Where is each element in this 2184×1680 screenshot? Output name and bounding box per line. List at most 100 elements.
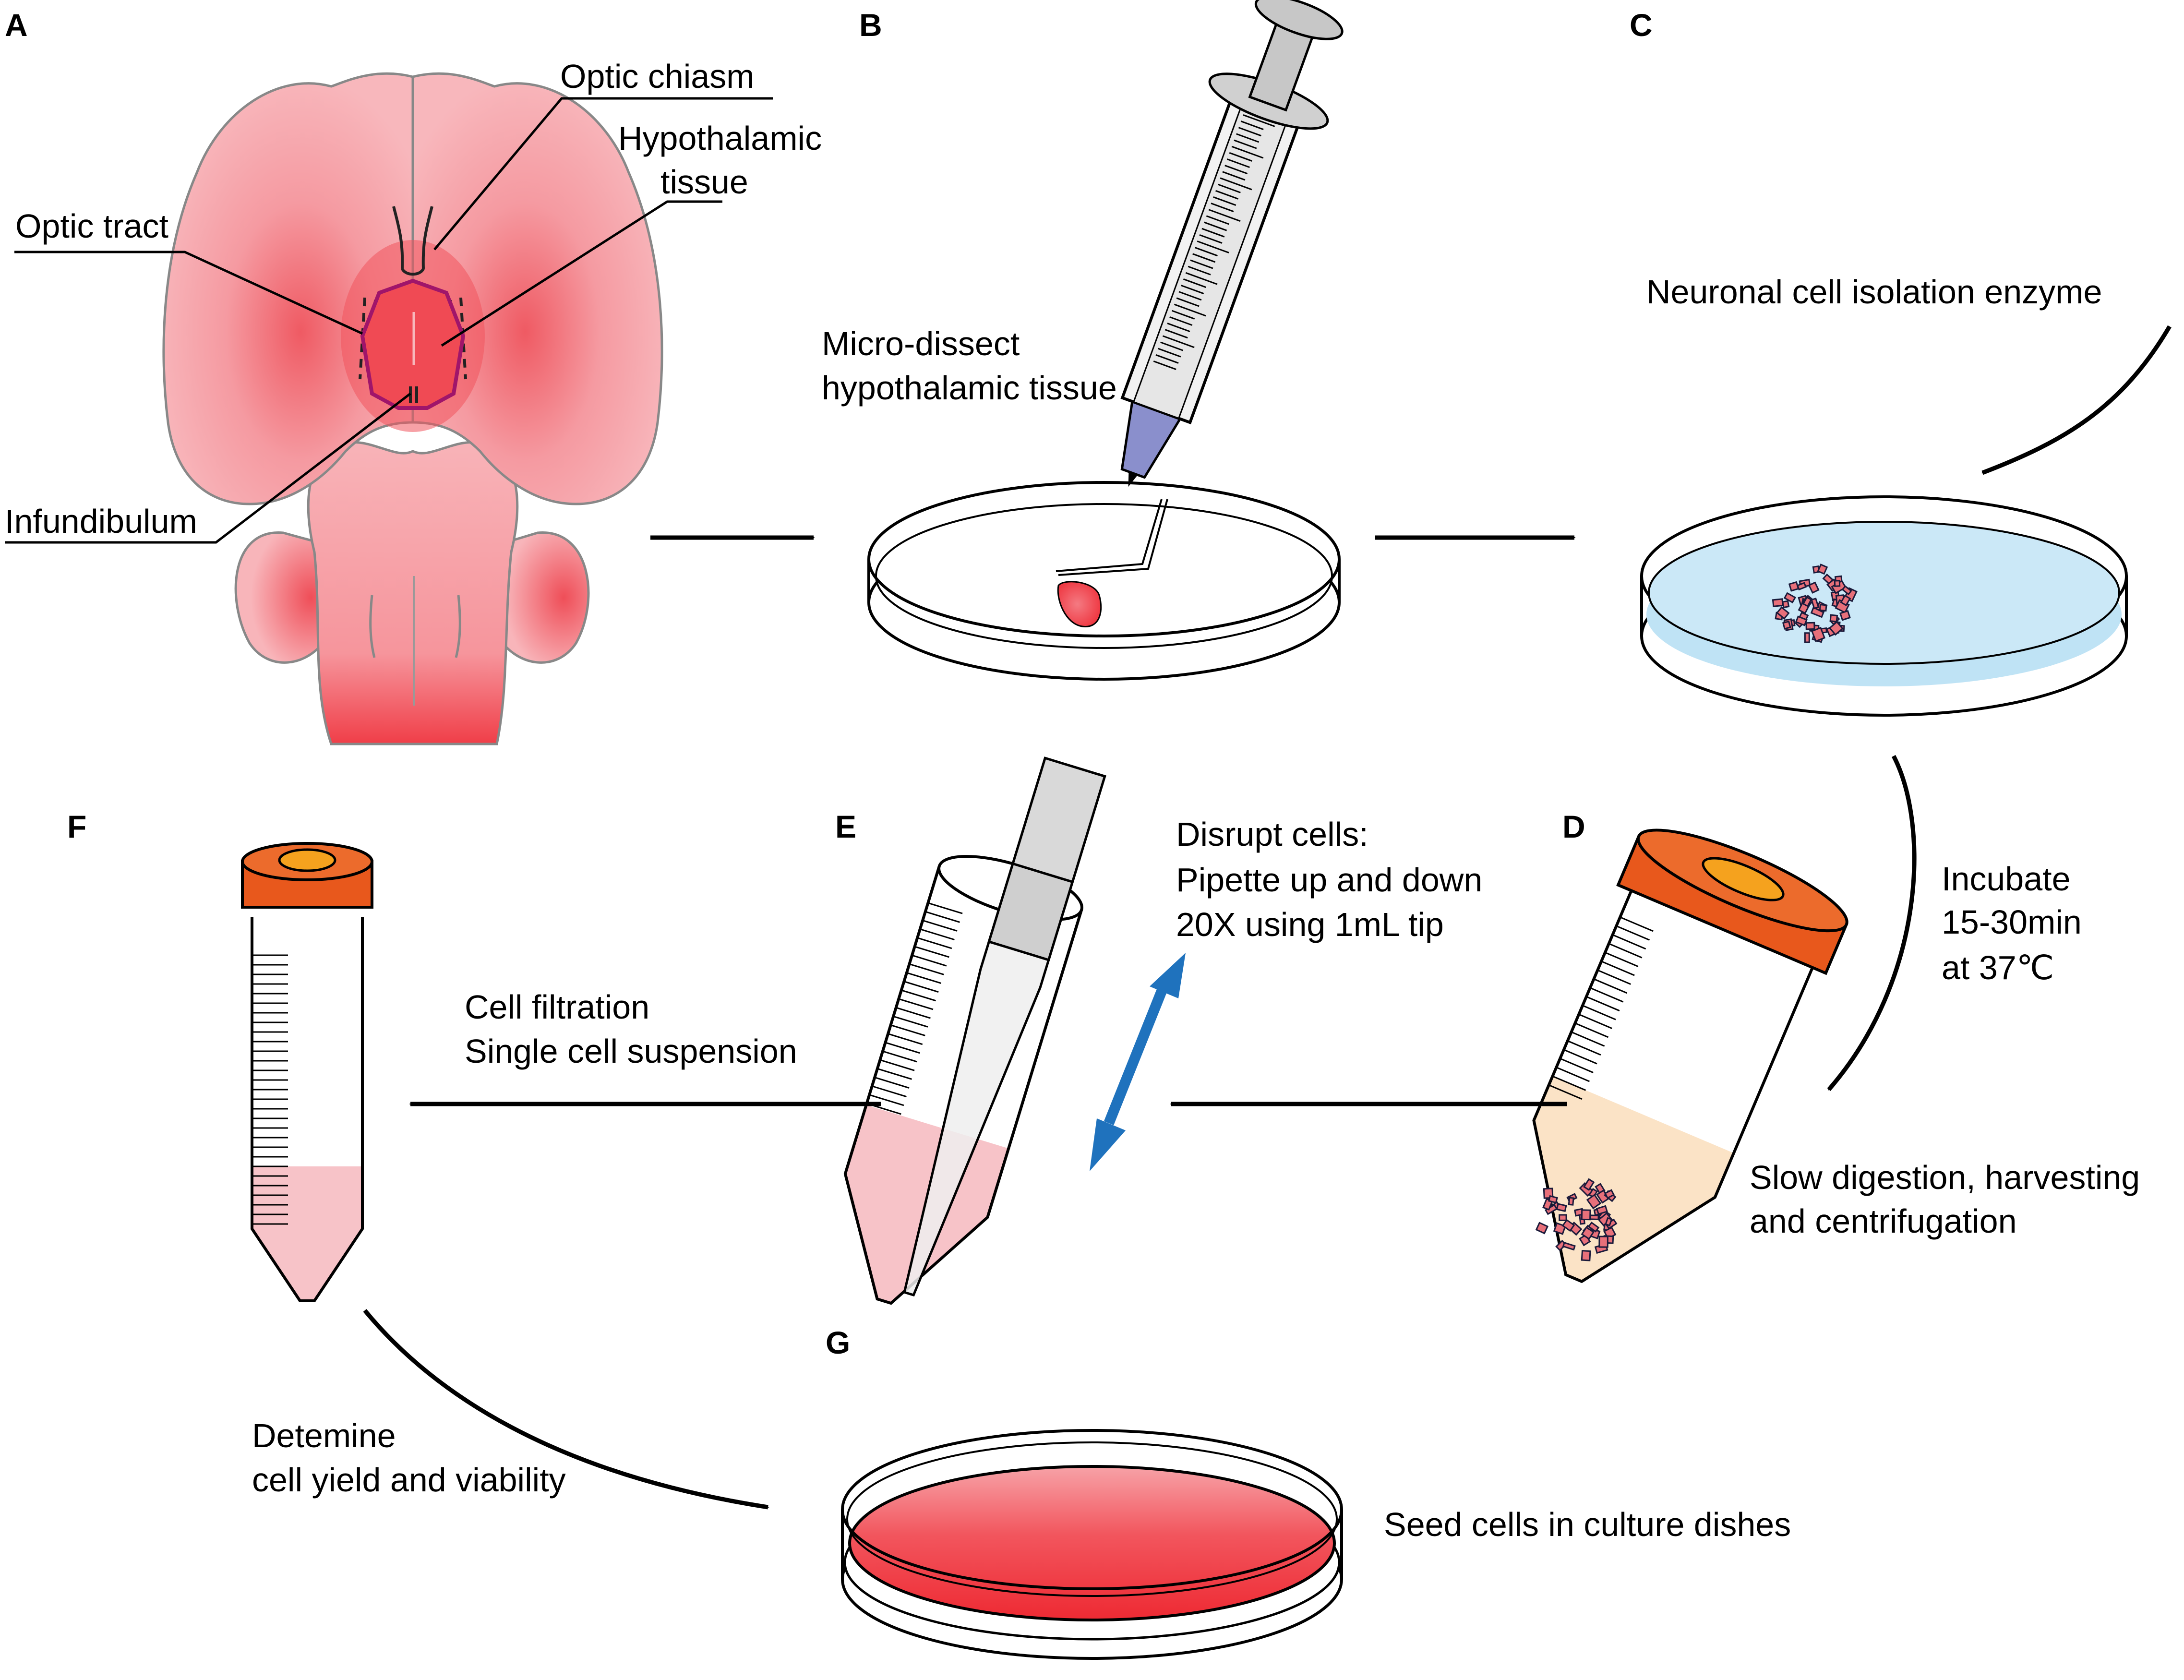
tissue-fragment [1840,594,1851,606]
label-incubate-2: 15-30min [1942,903,2082,941]
graduation-mark [917,937,952,949]
tissue-fragment [1811,598,1820,610]
graduation-mark [901,989,936,1002]
graduation-mark [1215,190,1239,200]
dish-b-top [867,481,1341,637]
graduation-mark [872,1085,907,1098]
graduation-mark [1229,152,1252,162]
brain-stem-groove-left [369,595,376,658]
tissue-fragment [1535,1222,1549,1235]
tissue-fragment [1561,1219,1575,1232]
graduation-mark [1548,1084,1583,1100]
graduation-mark [906,972,942,984]
culture-dish-red [848,1465,1336,1621]
tissue-fragment [1548,1195,1558,1204]
panel-c-enzyme-dish: Neuronal cell isolation enzyme [1640,273,2172,717]
panel-d-tube [1532,828,1848,1284]
brain-hemisphere-left [162,72,414,505]
graduation-mark [1167,323,1190,333]
tissue-fragment [1556,1203,1567,1212]
tissue-fragment [1604,1189,1615,1199]
tube-f-graduations [252,954,288,1225]
tissue-fragment [1795,615,1808,626]
graduation-mark [1162,335,1195,348]
optic-nerve-left [392,206,404,269]
graduation-mark [874,1077,910,1089]
brain-illustration: Optic chiasm Hypothalamic tissue Optic t… [5,58,822,745]
tissue-fragment [1596,1205,1608,1215]
panel-label-b: B [859,7,882,43]
graduation-mark [1601,960,1635,976]
tissue-fragment [1581,1250,1591,1261]
graduation-mark [885,1042,920,1054]
needle-wire [1056,499,1163,572]
graduation-mark [1593,978,1628,994]
label-infundibulum: Infundibulum [5,503,197,540]
label-disrupt-1: Disrupt cells: [1176,816,1368,853]
tissue-fragment [1568,1197,1574,1206]
needle-wire-2 [1058,499,1168,576]
label-incubate-3: at 37℃ [1942,949,2054,986]
brain-side-lobe-left [234,531,337,664]
graduation-mark [925,911,960,923]
graduation-mark [1188,265,1211,276]
graduation-mark [1194,247,1218,257]
label-micro-dissect-2: hypothalamic tissue [822,369,1117,407]
graduation-mark [1586,996,1620,1012]
label-cell-filtration-2: Single cell suspension [465,1032,797,1070]
graduation-mark [1185,272,1218,285]
graduation-mark [922,920,958,932]
graduation-mark [1172,310,1195,320]
graduation-mark [909,963,944,975]
tissue-fragment [1819,604,1827,612]
tube-f-body [251,917,364,1302]
graduation-mark [1616,925,1650,941]
label-slow-digestion-2: and centrifugation [1750,1202,2017,1240]
tissue-fragment [1841,585,1852,596]
graduation-mark [1183,278,1207,288]
graduation-mark [1158,348,1181,358]
label-micro-dissect-1: Micro-dissect [822,325,1020,362]
brain-side-lobe-right [488,531,590,664]
graduation-mark [1226,158,1250,168]
arrow-f-to-g [363,1309,769,1510]
panel-label-e: E [835,809,856,844]
graduation-mark [1582,1005,1616,1020]
tube-e-graduations [866,902,963,1115]
brain-hemisphere-right [411,72,663,505]
graduation-mark [1199,234,1223,244]
tissue-fragment [1586,1194,1602,1210]
graduation-mark [869,1094,904,1106]
tissue-fragment [1598,1236,1608,1248]
tube-f-liquid [252,1166,362,1301]
tissue-piece [1057,581,1102,627]
panel-f-tube [241,842,373,1302]
tube-d-graduations [1548,916,1654,1100]
graduation-mark [1605,951,1639,968]
graduation-mark [1178,291,1202,301]
leader-hypothalamic [441,200,722,347]
tissue-fragment [1808,581,1820,594]
graduation-mark [1220,177,1252,191]
graduation-mark [1567,1040,1601,1056]
dish-c-walls [1640,576,2128,636]
panel-label-c: C [1630,7,1653,43]
graduation-mark [1169,316,1193,326]
graduation-mark [890,1024,925,1036]
tube-f-cap-inner [278,848,336,872]
graduation-mark [920,928,955,941]
graduation-mark [1153,360,1176,370]
graduation-mark [1201,228,1225,238]
dish-b-inner [875,503,1333,649]
tissue-fragment [1817,564,1828,575]
tube-d-cap-inner [1702,857,1785,901]
graduation-mark [1213,196,1236,206]
panel-label-a: A [5,7,28,43]
tissue-fragment [1581,1209,1591,1221]
graduation-mark [1574,1022,1609,1038]
label-slow-digestion-1: Slow digestion, harvesting [1750,1159,2140,1196]
panel-b-dissection: Micro-dissect hypothalamic tissue [822,0,1344,681]
graduation-mark [1571,1031,1605,1047]
tissue-fragment [1587,1221,1600,1233]
tissue-fragments-c [1772,564,1858,643]
